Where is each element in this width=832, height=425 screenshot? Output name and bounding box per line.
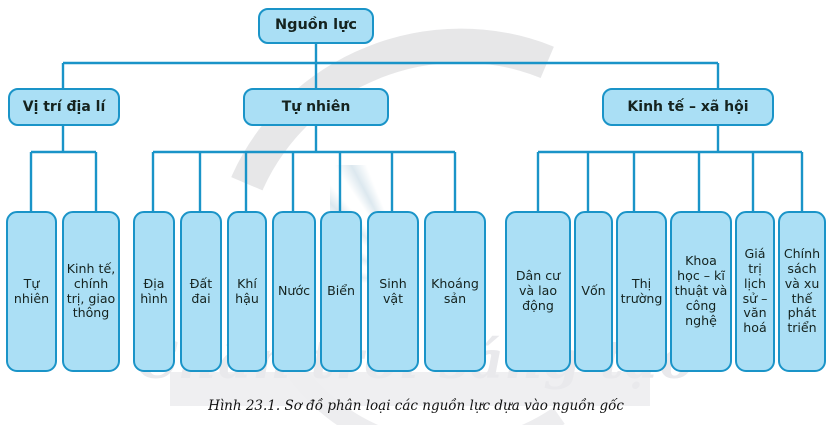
node-branch-label: Vị trí địa lí [22,98,106,115]
node-leaf-label: Vốn [581,283,606,299]
node-leaf-khoa-hoc-ki-thuat-va-cong-nghe[interactable]: Khoa học – kĩ thuật và công nghệ [670,211,732,372]
node-leaf-label: Kinh tế, chính trị, giao thông [66,260,116,321]
node-leaf-label: Nước [277,283,311,299]
node-leaf-label: Khoa học – kĩ thuật và công nghệ [674,253,728,328]
node-branch-kinh-te-xa-hoi[interactable]: Kinh tế – xã hội [602,88,774,126]
node-leaf-gia-tri-lich-su-van-hoa[interactable]: Giá trị lịch sử – văn hoá [735,211,775,372]
node-branch-vi-tri-dia-li[interactable]: Vị trí địa lí [8,88,120,126]
node-leaf-dat-dai[interactable]: Đất đai [180,211,222,372]
node-leaf-label: Khí hậu [235,275,259,306]
figure-caption: Hình 23.1. Sơ đồ phân loại các nguồn lực… [208,398,624,414]
node-branch-label: Kinh tế – xã hội [627,98,749,115]
node-leaf-bien[interactable]: Biển [320,211,362,372]
node-leaf-von[interactable]: Vốn [574,211,613,372]
node-branch-label: Tự nhiên [281,98,351,115]
node-leaf-label: Địa hình [140,275,168,306]
node-branch-tu-nhien[interactable]: Tự nhiên [243,88,389,126]
node-leaf-dia-hinh[interactable]: Địa hình [133,211,175,372]
node-leaf-label: Biển [327,283,355,299]
node-leaf-sinh-vat[interactable]: Sinh vật [367,211,419,372]
node-leaf-label: Đất đai [189,275,213,306]
node-leaf-tu-nhien[interactable]: Tự nhiên [6,211,57,372]
node-leaf-khi-hau[interactable]: Khí hậu [227,211,267,372]
node-leaf-label: Thị trường [620,275,663,306]
node-leaf-label: Khoáng sản [431,275,479,306]
node-leaf-label: Dân cư và lao động [515,268,561,313]
node-leaf-label: Chính sách và xu thế phát triển [783,245,821,336]
node-leaf-label: Sinh vật [379,275,407,306]
node-leaf-nuoc[interactable]: Nước [272,211,316,372]
node-leaf-chinh-sach-va-xu-the-phat-trien[interactable]: Chính sách và xu thế phát triển [778,211,826,372]
node-root-nguon-luc[interactable]: Nguồn lực [258,8,374,44]
node-leaf-khoang-san[interactable]: Khoáng sản [424,211,486,372]
node-leaf-kinh-te-chinh-tri-giao-thong[interactable]: Kinh tế, chính trị, giao thông [62,211,120,372]
node-leaf-label: Tự nhiên [13,275,50,306]
node-leaf-dan-cu-va-lao-dong[interactable]: Dân cư và lao động [505,211,571,372]
node-leaf-label: Giá trị lịch sử – văn hoá [742,245,768,336]
node-root-label: Nguồn lực [274,17,358,34]
node-leaf-thi-truong[interactable]: Thị trường [616,211,667,372]
